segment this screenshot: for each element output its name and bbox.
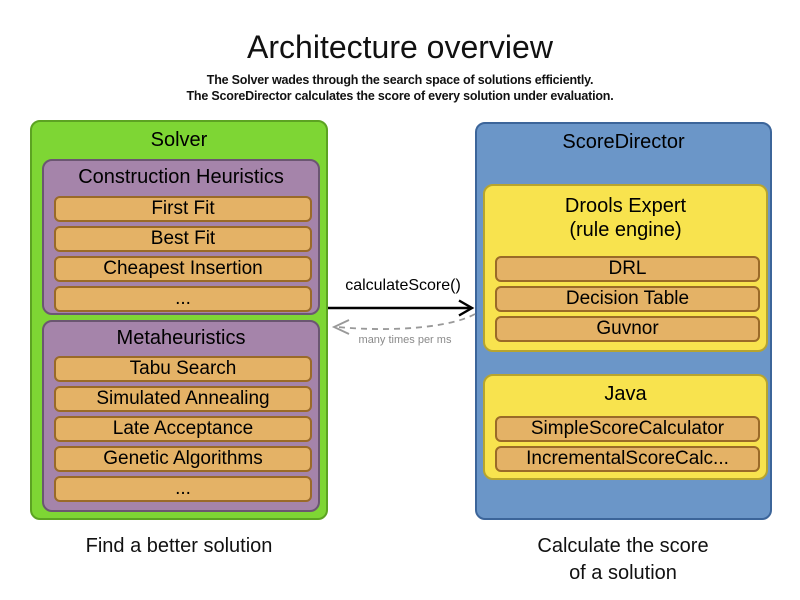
item-drl: DRL: [495, 256, 760, 282]
page-title: Architecture overview: [247, 29, 553, 65]
score-director-caption-line2: of a solution: [569, 562, 677, 584]
java-box: Java SimpleScoreCalculator IncrementalSc…: [483, 374, 768, 480]
item-ch-ellipsis: ...: [54, 286, 312, 312]
item-decision-table: Decision Table: [495, 286, 760, 312]
item-meta-ellipsis: ...: [54, 476, 312, 502]
solver-title: Solver: [150, 129, 208, 151]
metaheuristics-box: Metaheuristics Tabu Search Simulated Ann…: [42, 320, 320, 512]
item-simulated-annealing: Simulated Annealing: [54, 386, 312, 412]
item-late-acceptance: Late Acceptance: [54, 416, 312, 442]
solver-box: Solver Construction Heuristics First Fit…: [30, 120, 328, 520]
metaheuristics-title: Metaheuristics: [116, 327, 246, 349]
item-cheapest-insertion: Cheapest Insertion: [54, 256, 312, 282]
return-arrow-icon: [331, 313, 476, 335]
drools-title-line1: Drools Expert: [564, 195, 687, 217]
item-tabu-search: Tabu Search: [54, 356, 312, 382]
item-best-fit: Best Fit: [54, 226, 312, 252]
java-title: Java: [604, 383, 647, 405]
item-guvnor: Guvnor: [495, 316, 760, 342]
call-arrow-label: calculateScore(): [345, 277, 461, 294]
score-director-caption-line1: Calculate the score: [537, 535, 709, 557]
score-director-box: ScoreDirector Drools Expert (rule engine…: [475, 122, 772, 520]
solver-caption: Find a better solution: [85, 535, 273, 557]
return-arrow-label: many times per ms: [358, 334, 452, 346]
call-arrow-icon: [328, 299, 475, 317]
score-director-caption: Calculate the score of a solution: [473, 533, 773, 587]
drools-title-line2: (rule engine): [569, 219, 682, 241]
item-simple-score-calculator: SimpleScoreCalculator: [495, 416, 760, 442]
item-first-fit: First Fit: [54, 196, 312, 222]
construction-heuristics-box: Construction Heuristics First Fit Best F…: [42, 159, 320, 315]
drools-expert-box: Drools Expert (rule engine) DRL Decision…: [483, 184, 768, 352]
score-director-title: ScoreDirector: [562, 131, 685, 153]
construction-heuristics-title: Construction Heuristics: [78, 166, 284, 188]
page-subtitle-line2: The ScoreDirector calculates the score o…: [186, 89, 614, 103]
page-subtitle-line1: The Solver wades through the search spac…: [206, 73, 594, 87]
arrows-graphic: [328, 299, 476, 335]
item-genetic-algorithms: Genetic Algorithms: [54, 446, 312, 472]
item-incremental-score-calculator: IncrementalScoreCalc...: [495, 446, 760, 472]
